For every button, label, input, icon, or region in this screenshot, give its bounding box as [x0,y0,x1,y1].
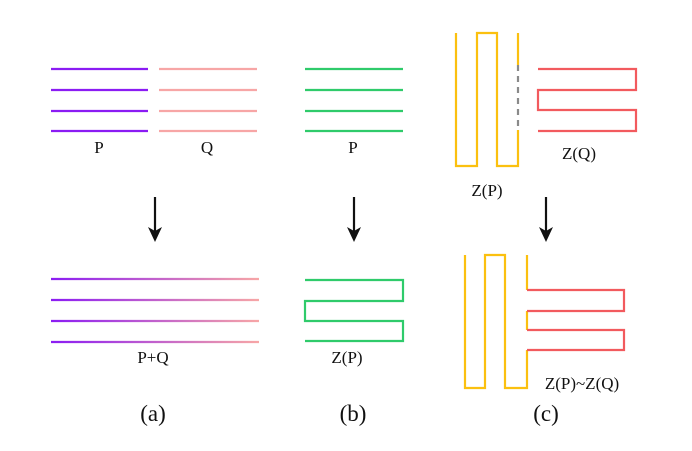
panel-b-arrow-icon [347,197,361,242]
panel-c-arrow-icon [539,197,553,242]
panel-c-joined-yellow [463,253,529,390]
panel-a-label-q: Q [201,138,213,157]
panel-c-zp-path [454,31,520,168]
joined-zq-loop [527,288,626,313]
panel-b-zigzag-path [303,278,405,343]
panel-a-merged-lines [50,277,260,344]
panel-c-zq-path [536,67,638,133]
panel-a-p-lines [51,67,148,133]
panel-b: P Z(P) (b) [303,67,405,426]
joined-zp-lower [463,253,529,390]
panel-b-label-zp: Z(P) [331,348,362,367]
panel-c-label-joined: Z(P)~Z(Q) [545,374,619,393]
panel-b-label-p: P [348,138,357,157]
panel-a: P Q P+Q (a) [50,67,260,426]
panel-c: Z(P) Z(Q) Z(P)~Z(Q) (c) [454,31,638,426]
panel-c-label-zp: Z(P) [471,181,502,200]
panel-a-caption: (a) [140,401,166,426]
panel-c-caption: (c) [533,401,559,426]
panel-a-label-p: P [94,138,103,157]
panel-a-label-p-plus-q: P+Q [137,348,168,367]
joined-zq-loop [527,328,626,352]
panel-b-p-lines [305,67,403,133]
panel-c-label-zq: Z(Q) [562,144,596,163]
panel-a-q-lines [159,67,257,133]
panel-a-arrow-icon [148,197,162,242]
zp-zigzag [454,31,520,168]
panel-c-joined-red [527,288,626,352]
panel-b-caption: (b) [340,401,367,426]
